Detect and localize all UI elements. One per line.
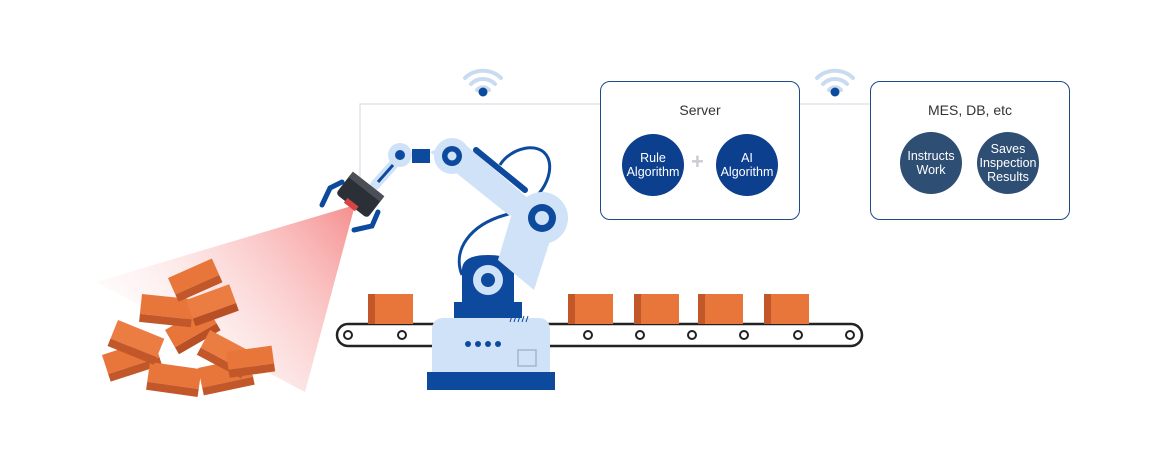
plus-icon: + [691,149,704,174]
server-panel: Server Rule Algorithm + AI Algorithm [600,81,800,220]
camera-icon [337,171,385,217]
instructs-work-badge: Instructs Work [900,132,962,194]
mes-title: MES, DB, etc [927,102,1013,118]
network-lines [359,103,871,180]
box [568,294,613,324]
wifi-icon [463,68,503,97]
box [634,294,679,324]
box [764,294,809,324]
conveyor-belt-icon [335,322,864,348]
brick-pile-icon [101,258,276,397]
robot-arm-icon [319,138,568,390]
saves-inspection-results-badge: Saves Inspection Results [977,132,1039,194]
ai-algorithm-badge: AI Algorithm [716,134,778,196]
box [698,294,743,324]
conveyor-boxes [368,294,809,324]
mes-panel: MES, DB, etc Instructs Work Saves Inspec… [870,81,1070,220]
box [368,294,413,324]
server-title: Server [679,102,721,118]
rule-algorithm-badge: Rule Algorithm [622,134,684,196]
wifi-icon [815,68,855,97]
